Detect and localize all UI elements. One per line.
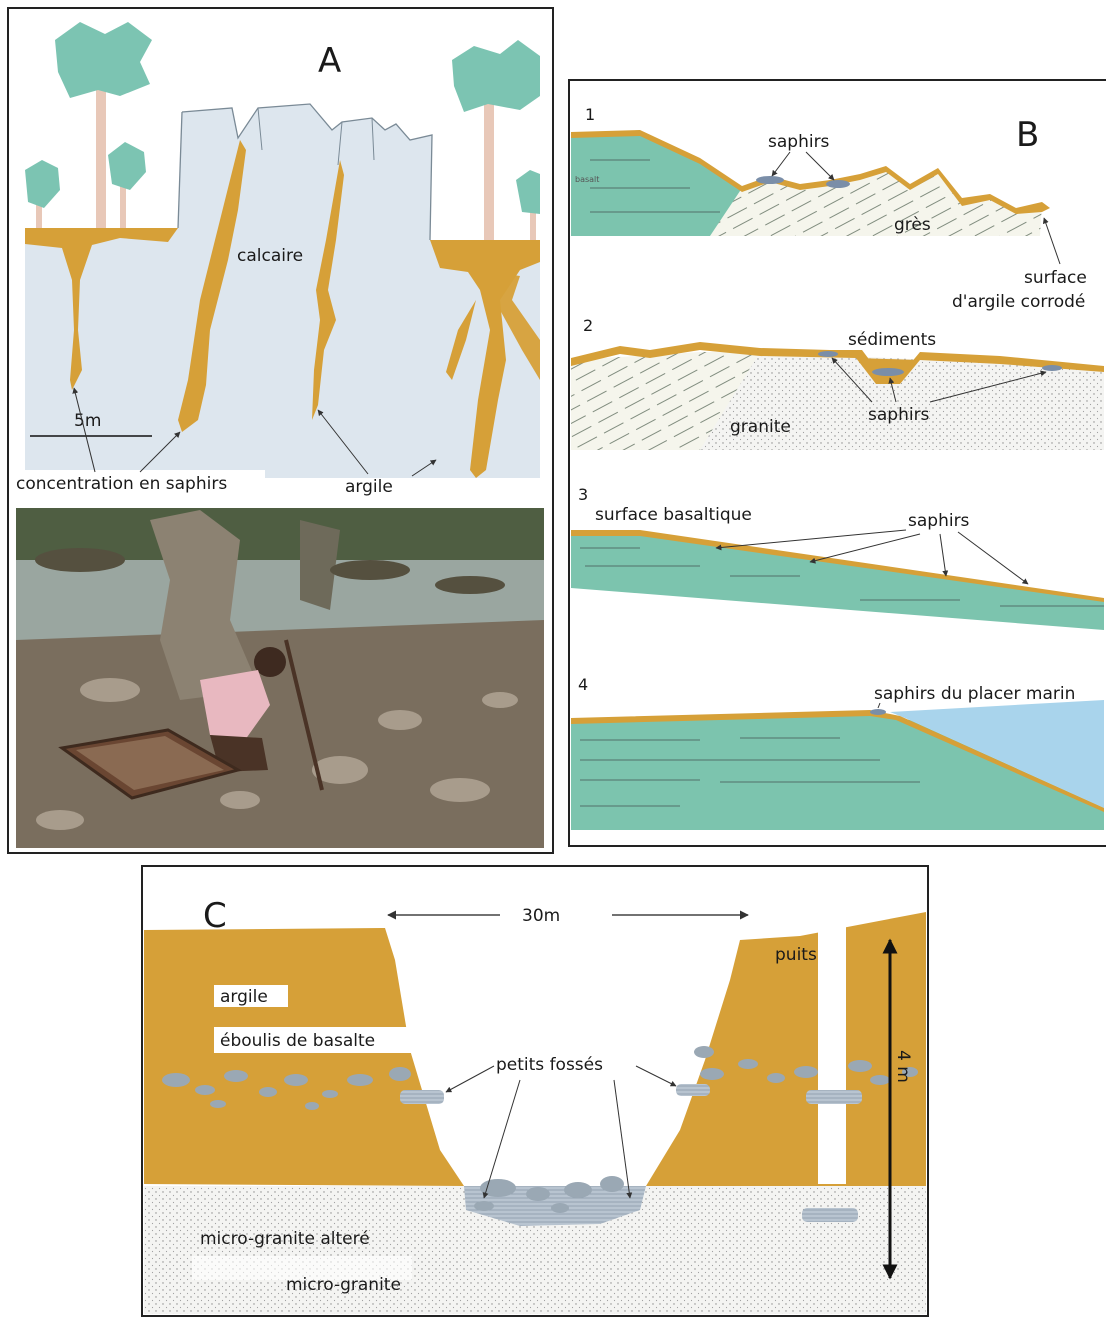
granite-label: granite [730, 417, 791, 437]
tree-trunk [120, 175, 126, 228]
section-3: 3 surface basaltique saphirs [571, 485, 1104, 630]
tree-trunk [484, 90, 494, 240]
tree-trunk [96, 80, 106, 228]
sandstone-label: grès [894, 215, 931, 235]
small-trench [806, 1090, 862, 1104]
section-number: 1 [585, 105, 595, 124]
well-trench [802, 1208, 858, 1222]
panel-c-letter: C [203, 896, 227, 936]
section-number: 3 [578, 485, 588, 504]
granite-layer [700, 352, 1104, 450]
tree-crown [25, 160, 60, 208]
clay-bank-right [646, 912, 926, 1186]
sapphire-label: saphirs [908, 511, 970, 531]
label-backdrop [214, 1027, 414, 1053]
tree-crown [516, 170, 540, 214]
sapphire-gravel [474, 1176, 624, 1213]
basalt-layer [571, 532, 1104, 630]
sapphire-pocket [870, 709, 886, 715]
label-backdrop [10, 470, 265, 496]
sapphire-label: saphirs [768, 132, 830, 152]
tree-trunk [530, 200, 536, 240]
sapphire-pocket [756, 176, 784, 184]
section-4: 4 saphirs du placer marin [571, 675, 1104, 830]
basalt-scree-label: éboulis de basalte [220, 1031, 375, 1051]
width-label: 30m [522, 906, 560, 926]
label-backdrop [214, 985, 288, 1007]
section-number: 2 [583, 316, 593, 335]
small-trench [676, 1084, 710, 1096]
sieve-tray [58, 728, 242, 800]
sapphire-pocket [826, 180, 850, 188]
sapphire-pocket [872, 368, 904, 376]
clay-surface [571, 710, 1104, 812]
concentration-label: concentration en saphirs [16, 474, 227, 494]
label-backdrop [192, 1256, 412, 1280]
granite-label: micro-granite [286, 1275, 401, 1295]
basalt-layer [571, 132, 742, 236]
tree-trunk [36, 200, 42, 228]
corroded-surface-label: d'argile corrodé [952, 292, 1085, 312]
clay-label: argile [345, 477, 393, 497]
basalt-tag: basalt [575, 175, 599, 184]
tree-crown [452, 40, 540, 112]
clay-surface [571, 130, 1050, 214]
sapphire-label: saphirs [868, 405, 930, 425]
label-backdrop [490, 1052, 640, 1078]
limestone-label: calcaire [237, 246, 303, 266]
mining-photo [16, 508, 544, 848]
panel-b-letter: B [1016, 115, 1039, 155]
well-label: puits [775, 945, 817, 965]
panel-a-letter: A [318, 41, 341, 81]
trenches-label: petits fossés [496, 1055, 603, 1075]
section-1: 1 basalt saphirs grès surface d'argile c… [571, 105, 1087, 312]
basalt-surface-label: surface basaltique [595, 505, 752, 525]
surface-label: surface [1024, 268, 1087, 288]
clay-label: argile [220, 987, 268, 1007]
altered-granite-label: micro-granite alteré [200, 1229, 370, 1249]
placer-label: saphirs du placer marin [874, 684, 1075, 704]
limestone-block [25, 103, 540, 478]
sapphire-pocket [1042, 365, 1062, 371]
sapphire-pocket [818, 351, 838, 357]
panel-a: A calcaire 5m concentration en saphirs a… [7, 7, 554, 854]
basalt-layer [571, 712, 1104, 830]
sediments-label: sédiments [848, 330, 936, 350]
depth-label: 4 m [893, 1050, 913, 1083]
tree-crown [55, 22, 152, 98]
basalt-scree [162, 1046, 918, 1110]
trees [25, 22, 540, 240]
tree-crown [108, 142, 146, 190]
well-shaft [818, 918, 846, 1184]
panel-b: B 1 basalt saphirs grès surface d'argile… [568, 79, 1106, 847]
sea [890, 700, 1104, 808]
section-number: 4 [578, 675, 588, 694]
small-trench [400, 1090, 444, 1104]
clay-fissures [25, 140, 540, 478]
panel-c: C [141, 865, 929, 1317]
section-2: 2 sédiments granite saphirs [571, 316, 1104, 450]
scale-label: 5m [74, 411, 101, 431]
clay-surface [571, 342, 1104, 384]
leader-lines [72, 387, 437, 477]
